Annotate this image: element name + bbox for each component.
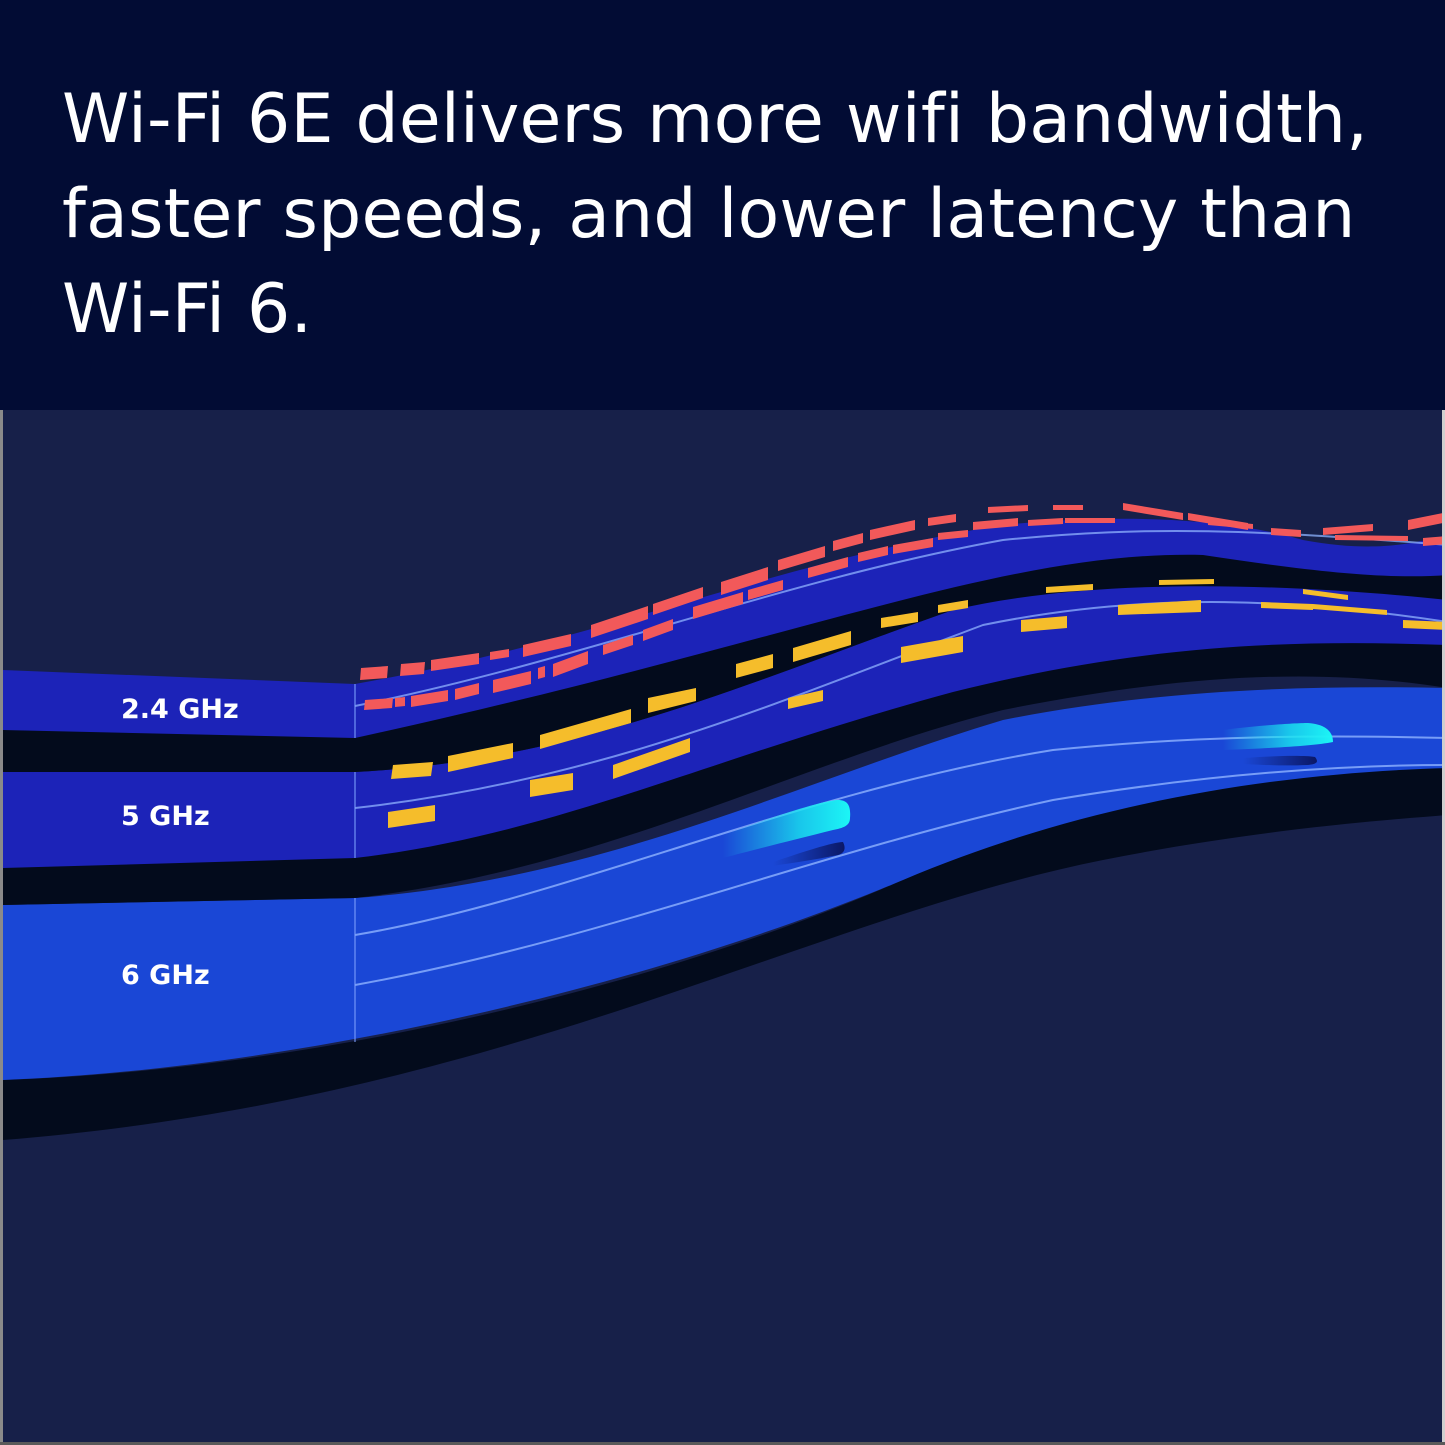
traffic-5ghz xyxy=(388,579,1445,828)
right-border xyxy=(1442,410,1445,1445)
bottom-border xyxy=(0,1442,1445,1445)
traffic-2-4ghz xyxy=(360,503,1445,710)
bands-artwork xyxy=(3,503,1445,1140)
wifi-bands-diagram: 2.4 GHz 5 GHz 6 GHz xyxy=(0,410,1445,1445)
band-label-5ghz: 5 GHz xyxy=(121,801,210,832)
traffic-6ghz xyxy=(723,723,1333,866)
headline: Wi-Fi 6E delivers more wifi bandwidth, f… xyxy=(62,80,1369,349)
band-6ghz xyxy=(3,687,1445,1080)
header-banner: Wi-Fi 6E delivers more wifi bandwidth, f… xyxy=(0,0,1445,410)
band-label-6ghz: 6 GHz xyxy=(121,960,210,991)
band-label-2-4ghz: 2.4 GHz xyxy=(121,694,239,725)
band-6ghz-shadow xyxy=(3,760,1445,1140)
